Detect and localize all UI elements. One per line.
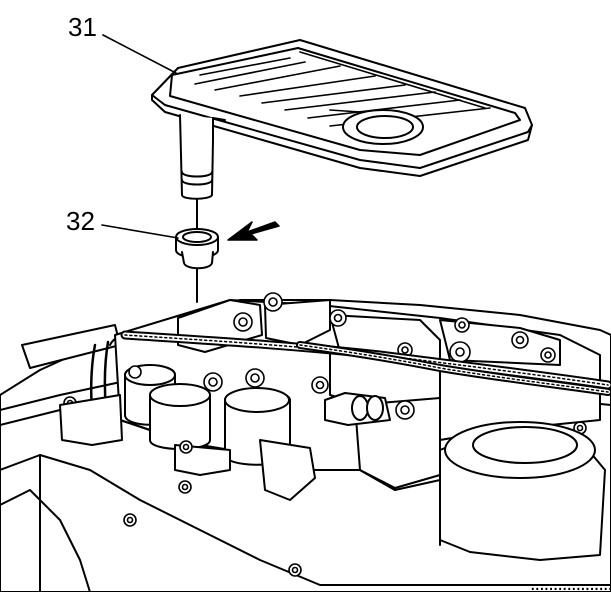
callout-32-label: 32 <box>66 206 95 236</box>
wiring-harness <box>125 335 608 392</box>
valve-body-bolts <box>129 293 555 453</box>
leader-line-32 <box>102 225 178 238</box>
figure-code: .................. <box>530 574 611 592</box>
valve-body-assembly <box>0 293 611 592</box>
leader-line-31 <box>103 35 176 73</box>
indicator-arrow <box>228 222 279 240</box>
callout-31-label: 31 <box>68 12 97 42</box>
transmission-filter <box>152 40 532 199</box>
filter-seal <box>176 229 218 268</box>
